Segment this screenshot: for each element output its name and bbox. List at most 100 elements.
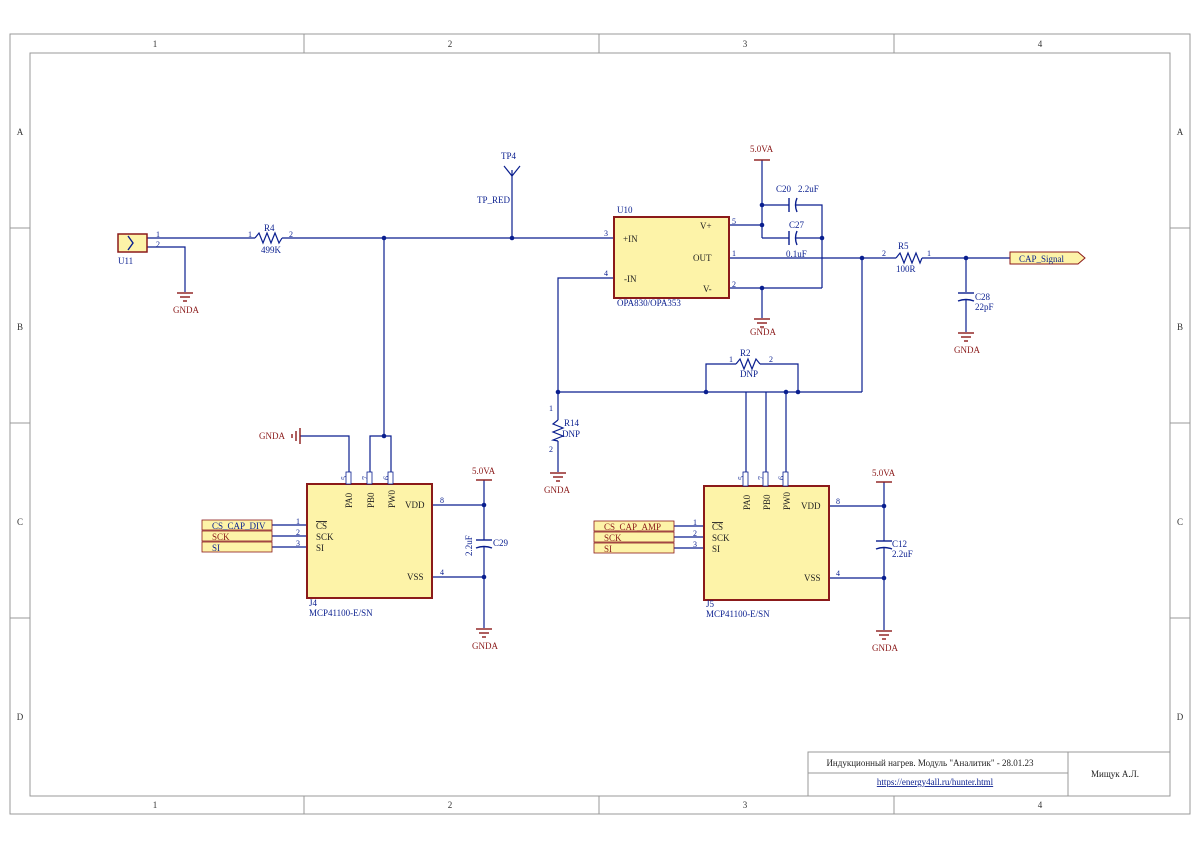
j5-pinnum-1: 1 xyxy=(693,518,697,527)
frame-col-top-3: 3 xyxy=(743,39,748,49)
j4-net-labels: CS_CAP_DIV SCK SI xyxy=(201,519,273,553)
u10-pinnum-2: 2 xyxy=(732,280,736,289)
vcc-symbol-u10: 5.0VA xyxy=(750,144,774,161)
c28-ref: C28 xyxy=(975,292,991,302)
c12-capacitor[interactable]: C12 2.2uF xyxy=(875,539,913,559)
c20-capacitor[interactable]: C20 2.2uF xyxy=(776,184,819,213)
vcc-symbol-j5: 5.0VA xyxy=(872,468,896,483)
u11-connector[interactable]: U11 1 2 xyxy=(117,230,160,266)
j4-pin-pw0: PW0 xyxy=(387,490,397,509)
j5-pinnum-3: 3 xyxy=(693,540,697,549)
r4-value: 499K xyxy=(261,245,282,255)
frame-col-bottom-4: 4 xyxy=(1038,800,1043,810)
c28-capacitor[interactable]: C28 22pF xyxy=(957,292,994,312)
r4-resistor[interactable]: R4 499K 1 2 xyxy=(248,223,293,255)
j5-pinnum-6: 6 xyxy=(777,476,786,480)
r2-value: DNP xyxy=(740,369,758,379)
j5-pin-vss: VSS xyxy=(804,573,821,583)
net-si-j5: SI xyxy=(604,544,612,554)
u10-opamp[interactable]: U10 OPA830/OPA353 +IN -IN V+ OUT V- 3 4 … xyxy=(604,205,736,308)
j4-pinnum-5: 5 xyxy=(340,476,349,480)
gnda-label-c28: GNDA xyxy=(954,345,980,355)
j5-part: MCP41100-E/SN xyxy=(706,609,770,619)
net-sck-j4: SCK xyxy=(212,532,230,542)
frame-row-right-d: D xyxy=(1177,712,1184,722)
r14-pin2: 2 xyxy=(549,445,553,454)
frame-row-left-c: C xyxy=(17,517,23,527)
title-block-title: Индукционный нагрев. Модуль "Аналитик" -… xyxy=(826,758,1034,768)
j4-pin-cs: CS xyxy=(316,521,327,531)
r14-pin1: 1 xyxy=(549,404,553,413)
r14-ref: R14 xyxy=(564,418,580,428)
junction-dots xyxy=(381,202,969,581)
u10-pinnum-3: 3 xyxy=(604,229,608,238)
r2-pin2: 2 xyxy=(769,355,773,364)
j4-part: MCP41100-E/SN xyxy=(309,608,373,618)
j5-digipot[interactable]: J5 MCP41100-E/SN CS SCK SI VDD VSS PA0 P… xyxy=(693,476,840,619)
j4-pinnum-2: 2 xyxy=(296,528,300,537)
frame-row-right-c: C xyxy=(1177,517,1183,527)
j4-pinnum-6: 6 xyxy=(382,476,391,480)
c20-ref: C20 xyxy=(776,184,792,194)
c29-capacitor[interactable]: C29 2.2uF xyxy=(464,535,509,556)
vcc-symbol-j4: 5.0VA xyxy=(472,466,496,481)
c20-value: 2.2uF xyxy=(798,184,819,194)
frame-col-bottom-2: 2 xyxy=(448,800,453,810)
j4-pin-pb0: PB0 xyxy=(366,492,376,508)
j4-pin-si: SI xyxy=(316,543,324,553)
cap-signal-port[interactable]: CAP_Signal xyxy=(1009,251,1086,265)
j5-pin-si: SI xyxy=(712,544,720,554)
net-cs-cap-amp: CS_CAP_AMP xyxy=(604,522,661,532)
r5-pin2: 2 xyxy=(882,249,886,258)
r14-resistor[interactable]: R14 DNP 1 2 xyxy=(549,404,580,454)
j5-pinnum-4: 4 xyxy=(836,569,840,578)
r2-ref: R2 xyxy=(740,348,751,358)
u10-pinnum-4: 4 xyxy=(604,269,608,278)
vcc-label-j5: 5.0VA xyxy=(872,468,896,478)
cap-signal-label: CAP_Signal xyxy=(1019,254,1065,264)
j5-pin-pa0: PA0 xyxy=(742,494,752,510)
title-block: Индукционный нагрев. Модуль "Аналитик" -… xyxy=(807,751,1171,797)
u10-pin-vp: V+ xyxy=(700,221,712,231)
r2-resistor[interactable]: R2 DNP 1 2 xyxy=(729,348,773,379)
j4-pinnum-7: 7 xyxy=(361,476,370,480)
c27-capacitor[interactable]: C27 0.1uF xyxy=(786,220,807,259)
tp4-ref: TP4 xyxy=(501,151,517,161)
gnda-label-r14: GNDA xyxy=(544,485,570,495)
r5-pin1: 1 xyxy=(927,249,931,258)
j5-net-labels: CS_CAP_AMP SCK SI xyxy=(593,520,675,554)
c12-value: 2.2uF xyxy=(892,549,913,559)
r2-pin1: 1 xyxy=(729,355,733,364)
u11-pin2: 2 xyxy=(156,240,160,249)
r5-ref: R5 xyxy=(898,241,909,251)
gnda-symbol-r14 xyxy=(550,472,566,482)
gnda-symbol-j5 xyxy=(876,630,892,640)
r4-pin1: 1 xyxy=(248,230,252,239)
gnda-symbol-u10 xyxy=(754,318,770,328)
frame-col-top-1: 1 xyxy=(153,39,158,49)
c12-ref: C12 xyxy=(892,539,907,549)
title-block-url[interactable]: https://energy4all.ru/hunter.html xyxy=(877,777,994,787)
u10-ref: U10 xyxy=(617,205,633,215)
frame-col-top-2: 2 xyxy=(448,39,453,49)
frame-col-bottom-3: 3 xyxy=(743,800,748,810)
j5-pin-cs: CS xyxy=(712,522,723,532)
gnda-label-u10: GNDA xyxy=(750,327,776,337)
j4-digipot[interactable]: J4 MCP41100-E/SN CS SCK SI VDD VSS PA0 P… xyxy=(296,476,444,618)
c29-value: 2.2uF xyxy=(464,535,474,556)
c27-ref: C27 xyxy=(789,220,805,230)
c28-value: 22pF xyxy=(975,302,994,312)
u11-ref: U11 xyxy=(118,256,133,266)
frame-row-right-a: A xyxy=(1177,127,1184,137)
wires xyxy=(147,160,1010,630)
gnda-symbol-u11 xyxy=(177,292,193,302)
frame-col-top-4: 4 xyxy=(1038,39,1043,49)
tp4-testpoint[interactable]: TP4 TP_RED xyxy=(477,151,521,205)
r4-pin2: 2 xyxy=(289,230,293,239)
frame-row-left-d: D xyxy=(17,712,24,722)
vcc-label-j4: 5.0VA xyxy=(472,466,496,476)
u11-pin1: 1 xyxy=(156,230,160,239)
j5-pinnum-7: 7 xyxy=(757,476,766,480)
r5-resistor[interactable]: R5 100R 2 1 xyxy=(882,241,931,274)
